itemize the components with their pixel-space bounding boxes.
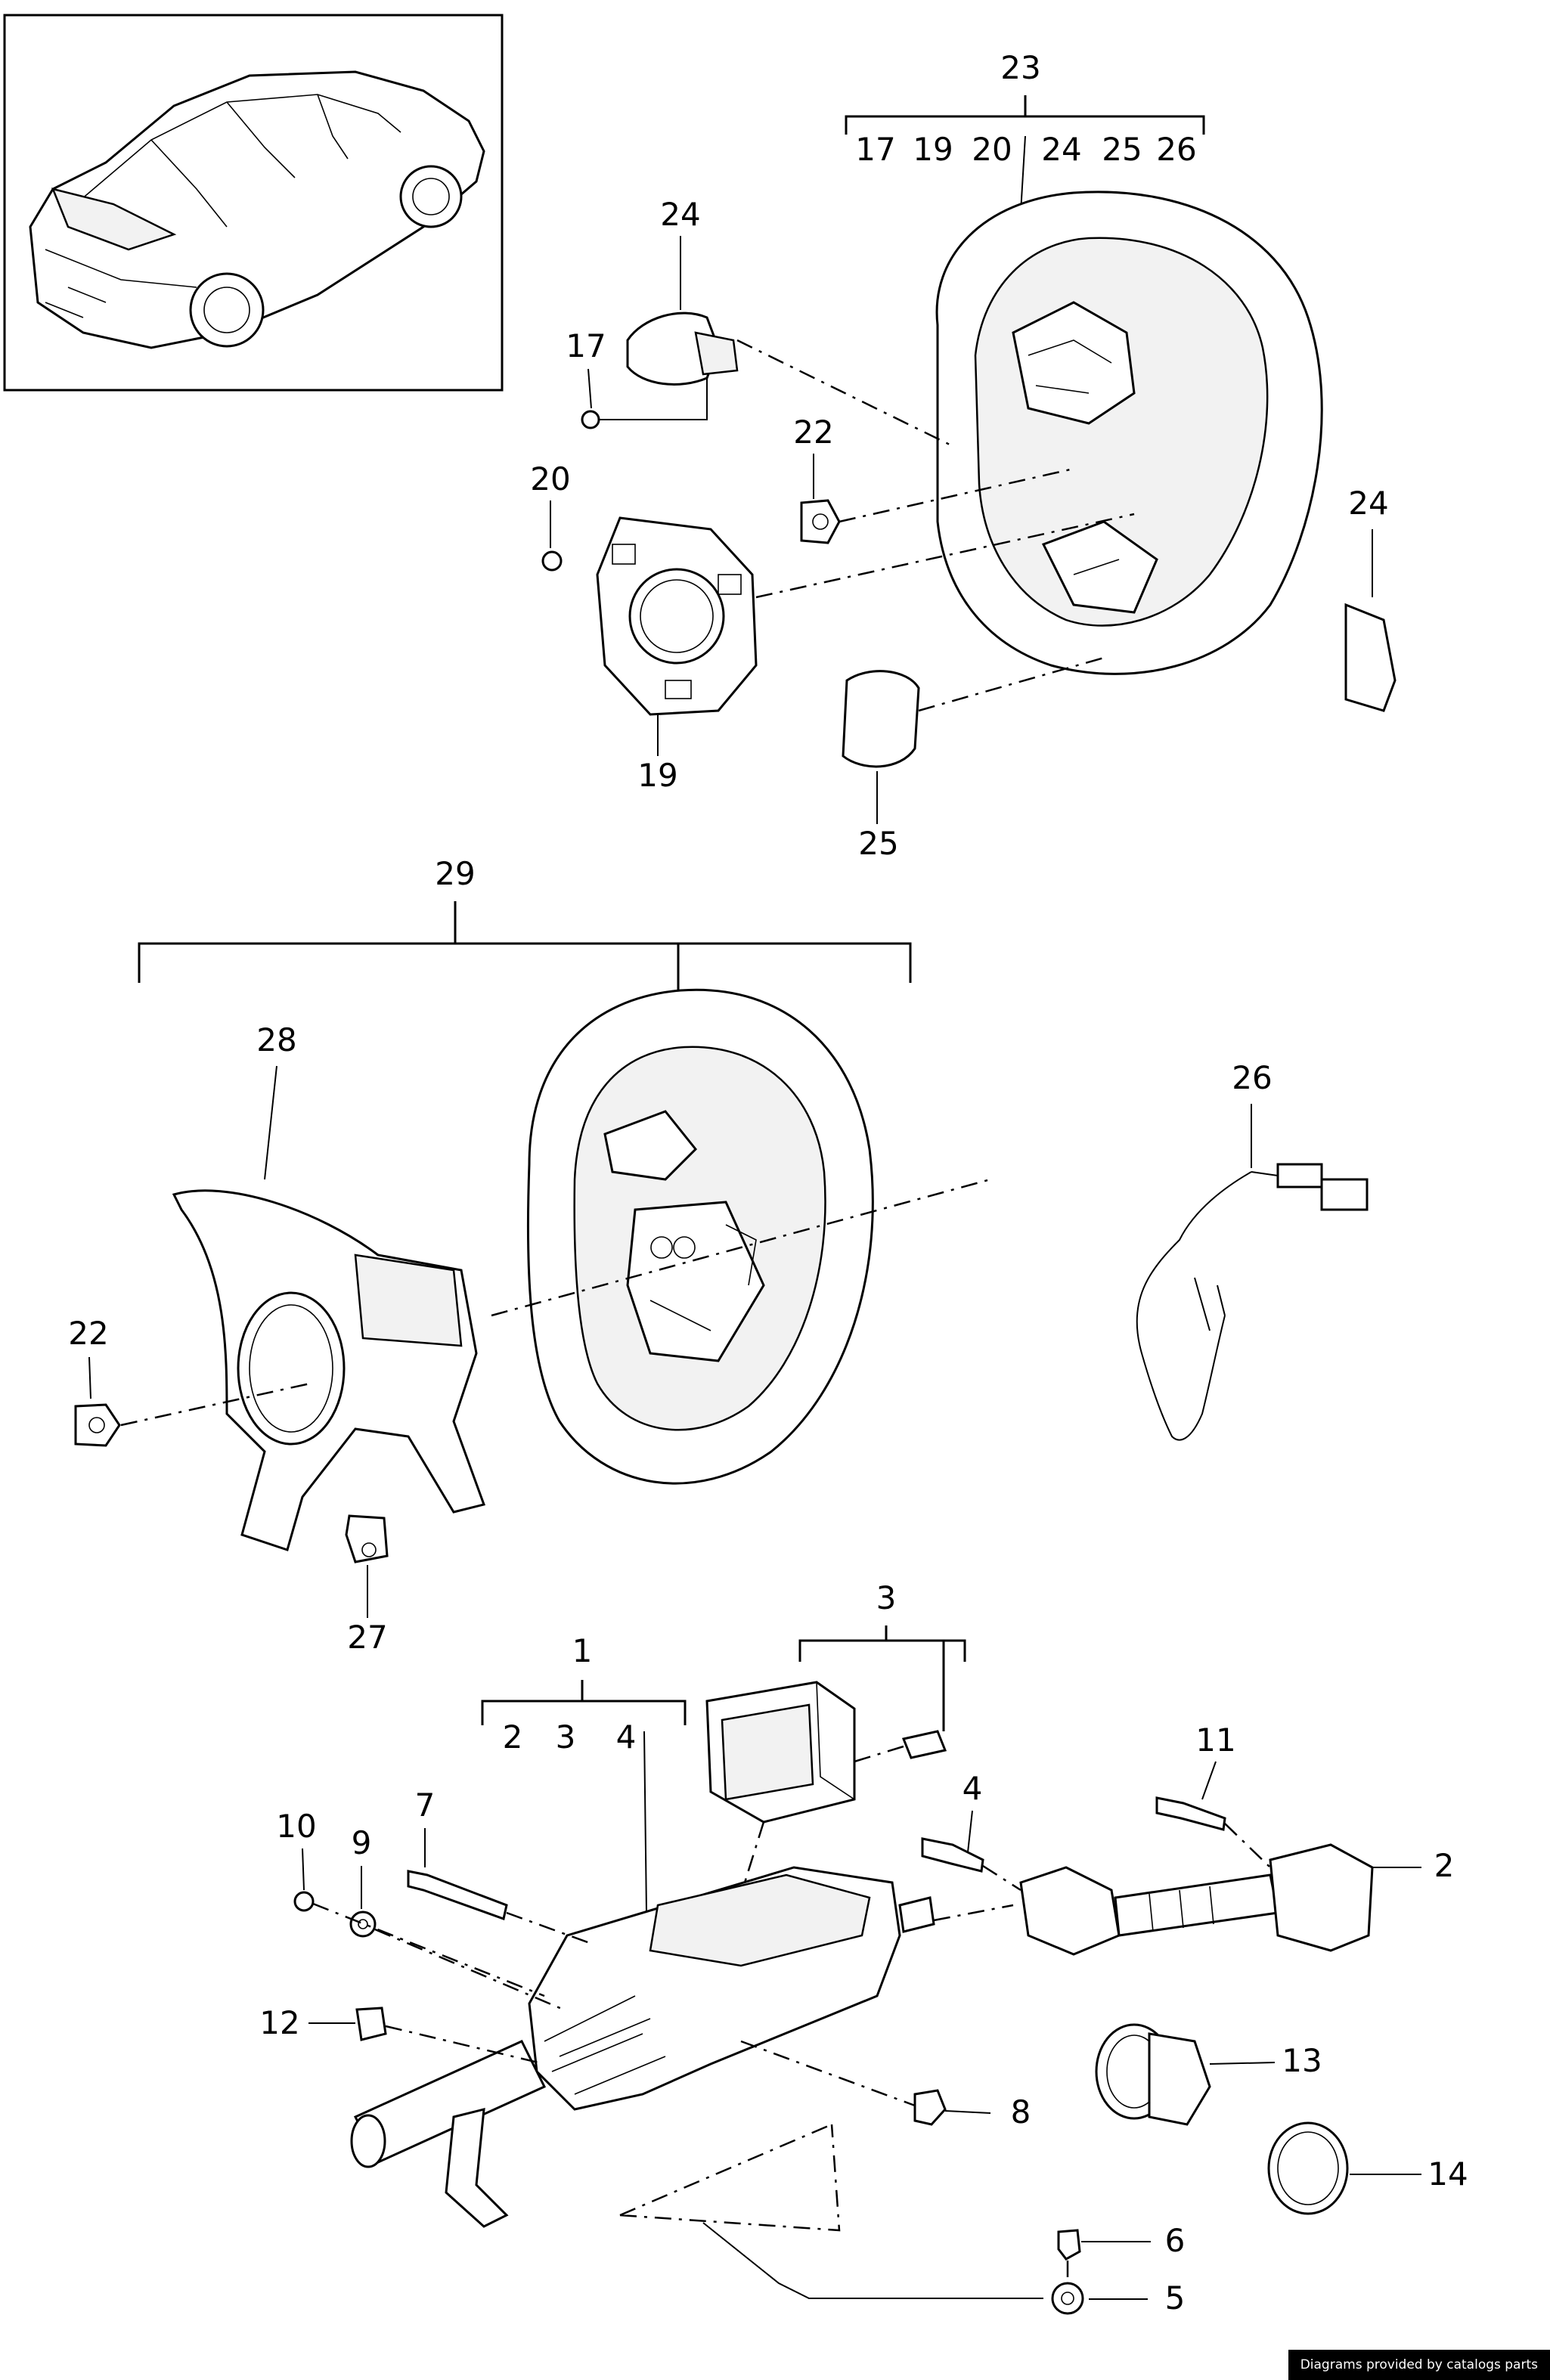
callout-24: 24: [1041, 131, 1081, 168]
washer-9: [349, 1911, 377, 1938]
bracket-29: [138, 901, 912, 998]
steering-wheel-top: [935, 191, 1323, 675]
callout-13: 13: [1282, 2042, 1322, 2079]
intermediate-shaft-2: [1019, 1843, 1374, 1956]
callout-25: 25: [1102, 131, 1142, 168]
car-illustration: [29, 70, 485, 349]
callout-23: 23: [1000, 49, 1040, 86]
callout-3: 3: [556, 1718, 576, 1756]
callout-20: 20: [972, 131, 1012, 168]
screw-17: [581, 410, 600, 429]
control-unit-3: [705, 1681, 856, 1824]
callout-19: 19: [913, 131, 953, 168]
callout-8: 8: [1011, 2093, 1031, 2131]
callout-26: 26: [1156, 131, 1196, 168]
bracket-1: [481, 1680, 687, 1725]
callout-29: 29: [435, 855, 475, 892]
callout-22: 22: [68, 1315, 108, 1352]
callout-20: 20: [530, 460, 570, 497]
bracket-23: [845, 95, 1205, 135]
callout-14: 14: [1428, 2155, 1468, 2193]
bolt-4: [921, 1837, 984, 1873]
callout-2: 2: [1434, 1847, 1455, 1884]
clip-12: [355, 2007, 387, 2041]
callout-12: 12: [259, 2004, 299, 2041]
callout-2: 2: [503, 1718, 523, 1756]
callout-3: 3: [876, 1579, 897, 1616]
steering-wheel-group-top: 23 17 19 20 24 25 26 24 17 22 20: [530, 49, 1397, 862]
callout-11: 11: [1195, 1721, 1235, 1759]
callout-22: 22: [793, 414, 833, 451]
steering-wheel-middle: [526, 988, 874, 1485]
steering-column-body: [350, 1866, 935, 2228]
bracket-3: [798, 1625, 966, 1731]
trim-cover-24-right: [1344, 603, 1397, 712]
vehicle-inset: [3, 14, 504, 392]
bolt-11: [1155, 1796, 1226, 1831]
mounting-plate-19: [596, 516, 758, 716]
screw-20: [541, 550, 563, 572]
callout-17: 17: [566, 327, 606, 364]
callout-24: 24: [660, 196, 700, 233]
callout-17: 17: [855, 131, 895, 168]
callout-6: 6: [1165, 2222, 1186, 2259]
wiring-harness-26: [1136, 1163, 1369, 1441]
bolt-3: [901, 1730, 947, 1759]
callout-4: 4: [963, 1770, 983, 1807]
callout-9: 9: [352, 1824, 372, 1861]
steering-column-group: 1 2 3 4 3 4 11 2 10 9: [259, 1579, 1468, 2316]
adjusting-cable-5: [702, 2222, 1084, 2315]
callout-4: 4: [616, 1718, 637, 1756]
callout-26: 26: [1232, 1059, 1272, 1096]
seal-ring-14: [1267, 2121, 1349, 2215]
bolt-7: [407, 1870, 508, 1920]
callout-24: 24: [1348, 485, 1388, 522]
clip-27: [345, 1514, 389, 1563]
grommet-13: [1095, 2023, 1211, 2126]
callout-19: 19: [637, 757, 677, 794]
callout-7: 7: [415, 1787, 436, 1824]
callout-10: 10: [276, 1808, 316, 1845]
trim-cover-25: [842, 670, 920, 768]
bolt-22-top: [800, 499, 841, 544]
callout-28: 28: [256, 1021, 296, 1058]
steering-column-cover-28: [172, 1189, 485, 1551]
nut-8: [913, 2089, 947, 2126]
callout-1: 1: [572, 1632, 593, 1669]
bolt-22-middle: [74, 1403, 121, 1447]
credit-badge: Diagrams provided by catalogs parts: [1288, 2350, 1550, 2380]
callout-25: 25: [858, 825, 898, 862]
screw-6: [1057, 2229, 1081, 2261]
callout-27: 27: [347, 1619, 387, 1656]
nut-10: [293, 1891, 315, 1912]
steering-wheel-group-middle: 29 28 22 27 26: [68, 855, 1369, 1656]
callout-5: 5: [1165, 2279, 1186, 2316]
